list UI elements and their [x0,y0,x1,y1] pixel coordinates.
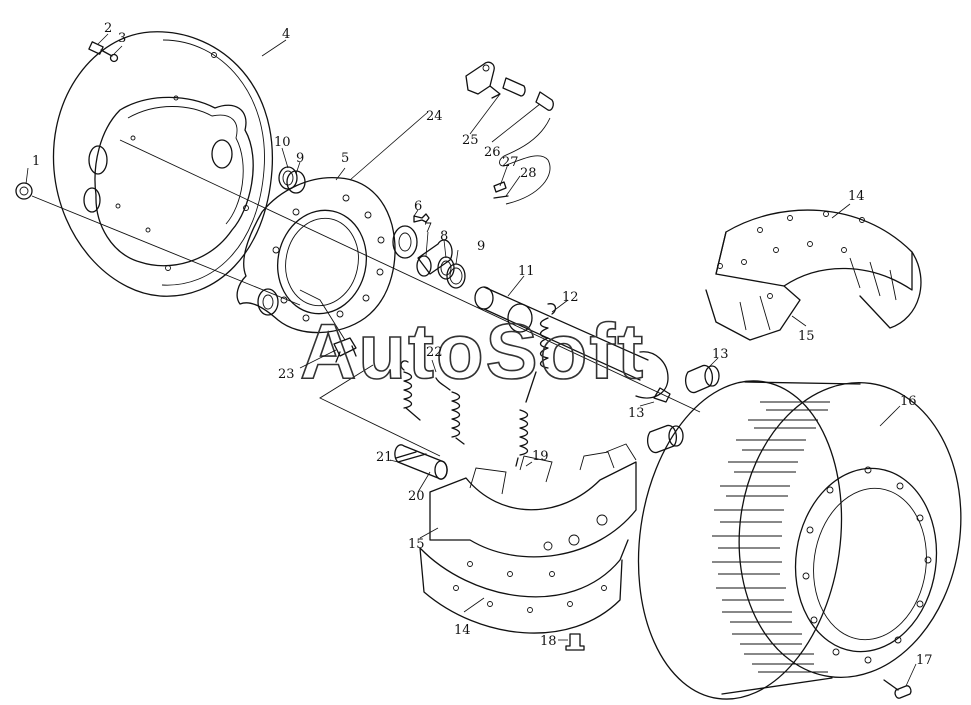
camshaft-bushing-part [416,239,466,289]
return-spring-part-12 [539,303,557,369]
watermark-text: AutoSoft [300,307,645,395]
callout-26: 26 [484,145,501,160]
cam-roller-part-upper [685,364,720,394]
callout-15-lower: 15 [408,537,425,552]
callout-5: 5 [341,151,349,166]
callout-14-lower: 14 [454,623,471,638]
wear-sensor-assembly [465,61,554,205]
brake-drum-part [637,380,962,700]
callout-19: 19 [532,449,549,464]
cam-roller-part-lower [647,424,684,454]
anchor-pin-part [394,444,448,480]
callout-22: 22 [426,345,443,360]
callout-3: 3 [118,31,126,46]
callout-labels: 1 2 3 4 5 6 7 8 9 9 10 11 12 13 13 14 14… [32,21,933,668]
callout-10: 10 [274,135,291,150]
bolt-part-2 [88,41,119,63]
callout-2: 2 [104,21,112,36]
nut-part-1 [15,182,33,200]
callout-20: 20 [408,489,425,504]
upper-brake-shoe-part [705,209,922,341]
drum-bolt-part [883,679,912,699]
callout-4: 4 [282,27,290,42]
rivet-part [565,633,585,651]
leader-lines [25,33,917,687]
brake-spider-part [236,176,418,334]
callout-16: 16 [900,394,917,409]
brake-spring-part-19 [515,371,537,467]
callout-7: 7 [424,221,432,236]
callout-23: 23 [278,367,295,382]
grease-fitting-part [413,213,430,223]
callout-8: 8 [440,229,448,244]
assembly-axis-lines [31,139,701,457]
callout-15-upper: 15 [798,329,815,344]
return-spring-part-22a [400,360,421,421]
return-spring-part-22b [435,377,465,445]
lower-brake-shoe-part [419,443,637,634]
callout-1: 1 [32,154,40,169]
callout-9-lower: 9 [477,239,485,254]
callout-13-upper: 13 [712,347,729,362]
adjuster-fitting-part [333,337,357,363]
callout-13-lower: 13 [628,406,645,421]
callout-9-upper: 9 [296,151,304,166]
callout-25: 25 [462,133,479,148]
callout-28: 28 [520,166,537,181]
dust-shield-part [52,31,273,297]
drum-cooling-ribs [712,401,830,673]
camshaft-part [474,286,671,403]
callout-18: 18 [540,634,557,649]
callout-17: 17 [916,653,933,668]
bushing-part-10 [278,166,306,194]
callout-11: 11 [518,264,535,279]
callout-12: 12 [562,290,579,305]
pin-clip-part [395,451,417,459]
callout-24: 24 [426,109,443,124]
callout-6: 6 [414,199,422,214]
callout-14-upper: 14 [848,189,865,204]
callout-21: 21 [376,450,393,465]
callout-27: 27 [502,155,519,170]
